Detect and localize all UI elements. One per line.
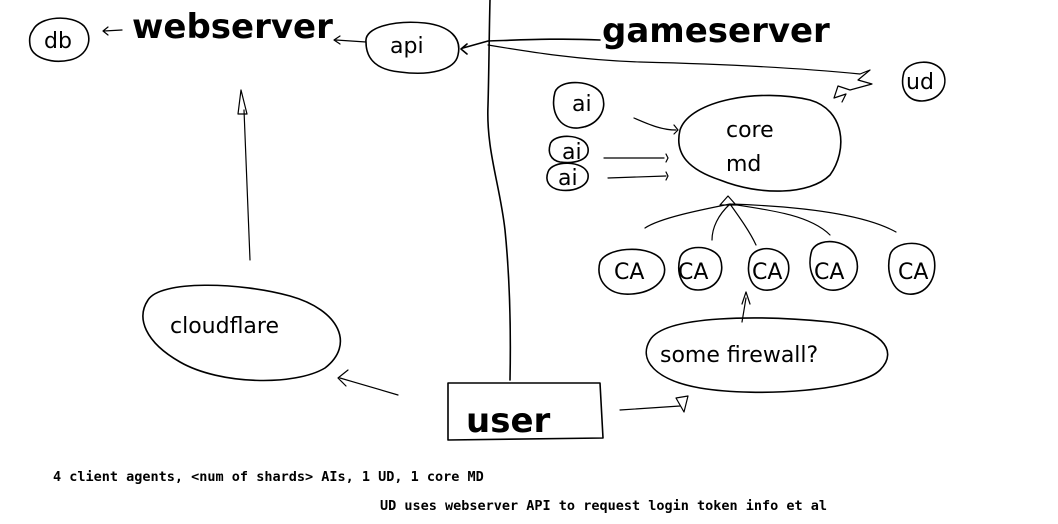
ai-3-label: ai xyxy=(558,166,578,191)
arrow-ai-2-to-core xyxy=(603,153,669,163)
ai-2-node-shape xyxy=(548,135,589,164)
gameserver-to-ud-link xyxy=(487,44,873,103)
gameserver-label: gameserver xyxy=(602,11,830,51)
ca-5-label: CA xyxy=(898,260,929,285)
ai-2-label: ai xyxy=(562,140,582,165)
cloudflare-node-shape xyxy=(142,284,342,382)
api-node-shape xyxy=(365,21,460,74)
note-line-2: UD uses webserver API to request login t… xyxy=(380,498,828,514)
core-label: core xyxy=(726,118,774,143)
ca-2-node-shape xyxy=(678,246,723,291)
ca-4-node-shape xyxy=(809,240,859,291)
firewall-label: some firewall? xyxy=(660,343,819,368)
ca-4-label: CA xyxy=(814,260,845,285)
ud-label: ud xyxy=(906,70,934,95)
arrow-cloudflare-to-webserver xyxy=(237,89,251,261)
arrow-webserver-to-db xyxy=(102,26,123,36)
arrow-api-to-webserver xyxy=(333,35,367,45)
webserver-label: webserver xyxy=(132,7,333,47)
ca-2-label: CA xyxy=(678,260,709,285)
api-label: api xyxy=(390,34,424,59)
ca-1-node-shape xyxy=(598,248,666,295)
ca-3-node-shape xyxy=(747,247,790,291)
db-label: db xyxy=(44,29,72,54)
cloudflare-label: cloudflare xyxy=(170,314,280,339)
db-node-shape xyxy=(28,17,90,62)
user-label: user xyxy=(466,401,551,441)
user-node-shape xyxy=(447,382,604,441)
ai-3-node-shape xyxy=(546,162,589,192)
arrow-ai-1-to-core xyxy=(633,117,679,135)
ca-3-label: CA xyxy=(752,260,783,285)
arrow-gameserver-to-api xyxy=(460,38,601,55)
ca-5-node-shape xyxy=(888,242,936,295)
core-md-node-shape xyxy=(678,94,842,192)
ud-node-shape xyxy=(901,61,946,102)
note-line-1: 4 client agents, <num of shards> AIs, 1 … xyxy=(53,469,484,485)
divider-line xyxy=(487,0,512,381)
arrow-user-to-cloudflare xyxy=(337,369,399,396)
ai-1-label: ai xyxy=(572,92,592,117)
arrow-ai-3-to-core xyxy=(607,171,669,181)
arrow-user-to-firewall xyxy=(619,395,689,413)
md-label: md xyxy=(726,152,762,177)
ai-1-node-shape xyxy=(552,81,605,129)
ca-1-label: CA xyxy=(614,260,645,285)
arrow-firewall-to-cas xyxy=(741,291,751,323)
fanout-core-to-cas xyxy=(644,195,897,246)
